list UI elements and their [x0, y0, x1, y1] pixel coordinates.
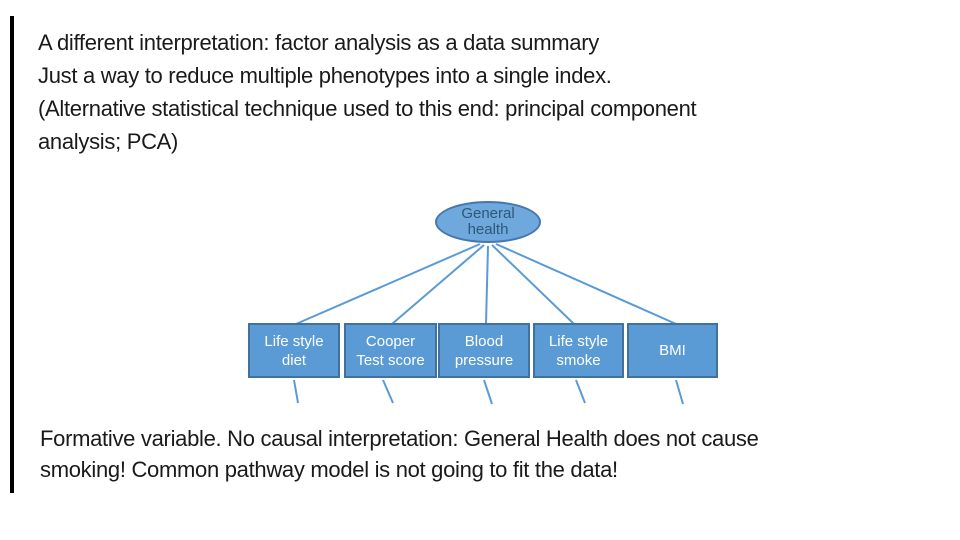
slide-footer-text: Formative variable. No causal interpreta…: [40, 426, 759, 482]
indicator-box-cooper-test-score: Cooper Test score: [344, 323, 437, 378]
indicator-label: Cooper Test score: [356, 332, 425, 369]
factor-connector-3: [485, 245, 489, 325]
factor-connector-4: [491, 244, 575, 325]
factor-connector-5: [495, 243, 677, 325]
factor-connector-2: [391, 244, 485, 325]
slide-title-text: A different interpretation: factor analy…: [38, 30, 697, 154]
residual-line-5: [675, 379, 684, 405]
indicator-box-life-style-diet: Life style diet: [248, 323, 340, 378]
indicator-label: Blood pressure: [454, 332, 514, 369]
left-accent-line: [10, 16, 14, 493]
indicator-label: Life style diet: [264, 332, 324, 369]
residual-line-1: [293, 379, 299, 404]
factor-label: General health: [461, 205, 515, 238]
factor-connector-1: [295, 243, 481, 325]
indicator-label: BMI: [659, 342, 686, 359]
indicator-box-blood-pressure: Blood pressure: [438, 323, 530, 378]
residual-line-2: [382, 379, 394, 404]
indicator-label: Life style smoke: [548, 332, 609, 369]
factor-ellipse-general-health: General health: [435, 201, 541, 243]
indicator-box-bmi: BMI: [627, 323, 718, 378]
residual-line-4: [575, 379, 586, 404]
indicator-box-life-style-smoke: Life style smoke: [533, 323, 624, 378]
residual-line-3: [483, 379, 493, 405]
